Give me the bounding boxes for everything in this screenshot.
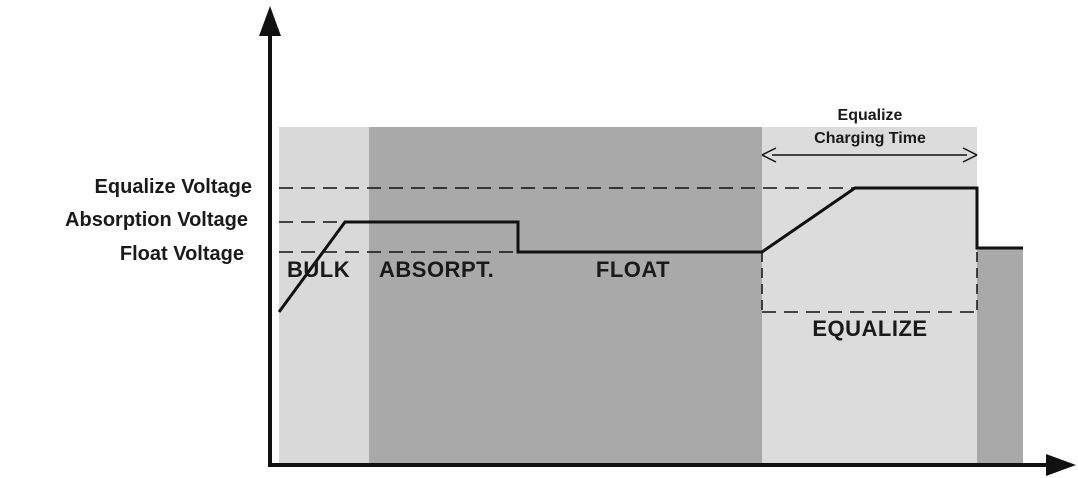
equalize-voltage-label: Equalize Voltage (95, 176, 252, 198)
equalize-region (762, 127, 977, 465)
tail-region (977, 248, 1023, 465)
equalize-time-arrowhead-left (761, 147, 777, 163)
equalize-time-arrowhead-right (962, 147, 978, 163)
equalize-time-label-line1: Equalize (838, 107, 903, 124)
bulk-stage-label: BULK (287, 257, 350, 282)
x-axis-arrow-icon (1046, 454, 1076, 476)
absorpt-stage-label: ABSORPT. (379, 257, 494, 282)
equalize-time-label-line2: Charging Time (814, 130, 926, 147)
float-stage-label: FLOAT (596, 257, 670, 282)
bulk-region (279, 127, 369, 465)
y-axis-arrow-icon (259, 6, 281, 36)
absorption-voltage-label: Absorption Voltage (65, 209, 248, 231)
charging-voltage-curve (277, 186, 1023, 313)
absorpt-float-region (369, 127, 762, 465)
float-voltage-label: Float Voltage (120, 243, 244, 265)
equalize-stage-label: EQUALIZE (812, 316, 927, 341)
